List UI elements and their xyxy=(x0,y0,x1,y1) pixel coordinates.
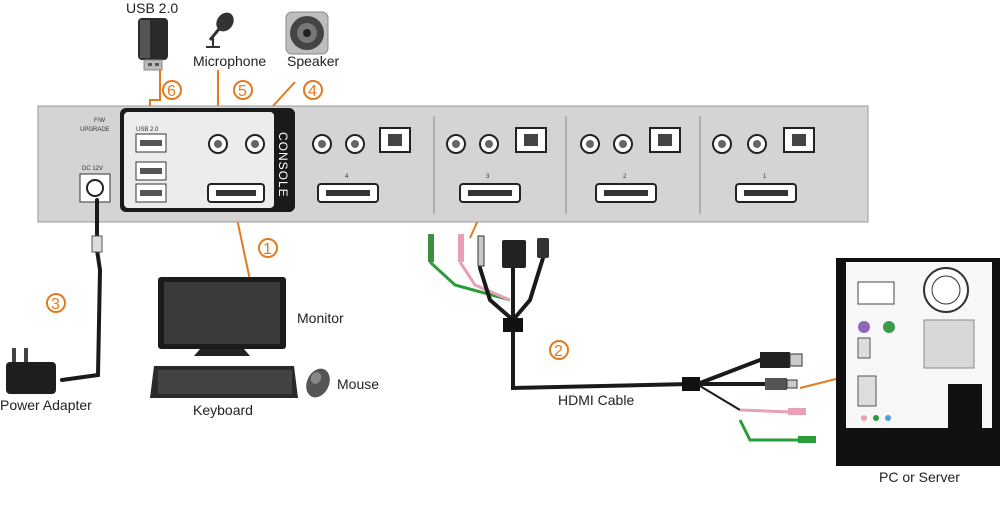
hdmi-cable-label: HDMI Cable xyxy=(558,392,634,408)
svg-text:5: 5 xyxy=(238,83,247,100)
port-group-2: 2 xyxy=(580,127,681,203)
callout-1: 1 xyxy=(258,238,278,258)
keyboard-label: Keyboard xyxy=(193,402,253,418)
callout-5: 5 xyxy=(233,80,253,100)
usb-port-label: USB 2.0 xyxy=(136,127,159,133)
callout-4: 4 xyxy=(303,80,323,100)
port-number-2: 2 xyxy=(623,174,627,180)
svg-text:2: 2 xyxy=(554,343,563,360)
svg-text:4: 4 xyxy=(308,83,317,100)
port-number-1: 1 xyxy=(763,174,767,180)
port-group-1: 1 xyxy=(712,127,815,203)
svg-text:6: 6 xyxy=(167,83,176,100)
callout-3: 3 xyxy=(46,293,66,313)
console-label: CONSOLE xyxy=(276,132,290,198)
microphone-icon xyxy=(206,12,234,48)
power-adapter-label: Power Adapter xyxy=(0,397,92,413)
power-cable xyxy=(60,198,103,382)
usb-drive-icon xyxy=(138,18,168,71)
port-group-3: 3 xyxy=(446,127,547,203)
svg-text:1: 1 xyxy=(263,241,272,258)
power-adapter-icon xyxy=(6,348,56,394)
dc-label: DC 12V xyxy=(82,166,103,172)
svg-text:3: 3 xyxy=(51,296,60,313)
mouse-label: Mouse xyxy=(337,376,379,392)
port-group-4: 4 xyxy=(312,127,411,203)
port-number-4: 4 xyxy=(345,174,349,180)
microphone-label: Microphone xyxy=(193,53,266,69)
speaker-icon xyxy=(285,11,329,55)
port-number-3: 3 xyxy=(486,174,490,180)
pc-server-icon xyxy=(836,258,1000,466)
usb-label: USB 2.0 xyxy=(126,0,178,16)
keyboard-icon xyxy=(150,366,298,398)
callout-2: 2 xyxy=(549,340,569,360)
fw-label: F/W xyxy=(94,118,105,124)
callout-6: 6 xyxy=(162,80,182,100)
pc-connector-line xyxy=(799,377,841,389)
upgrade-label: UPGRADE xyxy=(80,127,110,133)
monitor-label: Monitor xyxy=(297,310,344,326)
mouse-icon xyxy=(306,368,330,398)
monitor-icon xyxy=(158,277,286,356)
hdmi-kvm-cable xyxy=(428,234,816,443)
pc-server-label: PC or Server xyxy=(879,469,960,485)
console-usb-ports[interactable] xyxy=(135,133,167,203)
speaker-label: Speaker xyxy=(287,53,339,69)
